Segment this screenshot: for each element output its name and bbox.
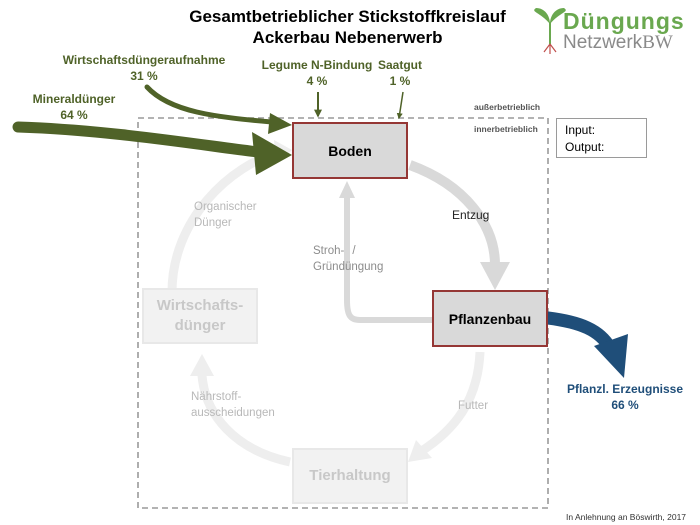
boundary-inside-label: innerbetrieblich [474, 124, 538, 134]
input-manure-intake-label: Wirtschaftsdüngeraufnahme 31 % [62, 53, 226, 83]
flow-straw-arrow [344, 196, 432, 323]
output-crop-products-arrow [541, 311, 617, 355]
input-mineral-fertilizer-arrow [12, 121, 264, 158]
node-pflanzenbau: Pflanzenbau [432, 290, 548, 347]
flow-entzug-arrowhead [480, 262, 510, 290]
input-manure-intake-arrow [144, 84, 275, 125]
node-boden: Boden [292, 122, 408, 179]
input-legume-label: Legume N-Bindung 4 % [261, 58, 373, 88]
legend-input-label: Input: [565, 123, 596, 137]
input-mineral-fertilizer-arrowhead [252, 132, 292, 175]
input-mineral-fertilizer-label: Mineraldünger 64 % [32, 92, 116, 122]
diagram-title-line2: Ackerbau Nebenerwerb [252, 28, 443, 47]
output-crop-products-arrowhead [594, 334, 628, 378]
plant-sprout-icon [534, 8, 566, 54]
logo-netzwerk: Netzwerk [563, 32, 643, 53]
flow-entzug-arrow [408, 160, 500, 266]
logo-line2: NetzwerkBW [563, 32, 685, 54]
diagram-title-line1: Gesamtbetrieblicher Stickstoffkreislauf [189, 7, 506, 26]
legend: Input: Output: [556, 118, 647, 158]
node-tierhaltung: Tierhaltung [292, 448, 408, 504]
flow-feed-arrow [417, 351, 485, 456]
flow-nutrient-excretion-label: Nährstoff- ausscheidungen [191, 391, 275, 419]
input-seed-label: Saatgut 1 % [377, 58, 422, 88]
flow-nutrient-excretion-arrow [197, 374, 291, 467]
input-manure-intake-arrowhead [268, 113, 292, 134]
flow-feed-arrowhead [408, 440, 432, 462]
flow-straw-label: Stroh-/ Gründüngung [313, 245, 384, 273]
output-crop-products-label: Pflanzl. Erzeugnisse 66 % [566, 382, 684, 412]
node-wirtschaftsduenger: Wirtschafts- dünger [142, 288, 258, 344]
boundary-outside-label: außerbetrieblich [474, 102, 541, 112]
flow-entzug-label: Entzug [452, 208, 490, 222]
logo-line1: Düngungs [563, 8, 685, 34]
flow-straw-arrowhead [339, 181, 355, 198]
flow-feed-label: Futter [458, 400, 489, 412]
logo: Düngungs NetzwerkBW [563, 8, 685, 54]
source-credit: In Anlehnung an Böswirth, 2017 [566, 512, 687, 522]
flow-nutrient-excretion-arrowhead [190, 354, 214, 376]
logo-bw: BW [642, 32, 673, 53]
legend-output-label: Output: [565, 140, 605, 154]
input-seed-arrow [396, 91, 404, 120]
flow-organic-fertilizer-label: Organischer Dünger [194, 201, 257, 229]
